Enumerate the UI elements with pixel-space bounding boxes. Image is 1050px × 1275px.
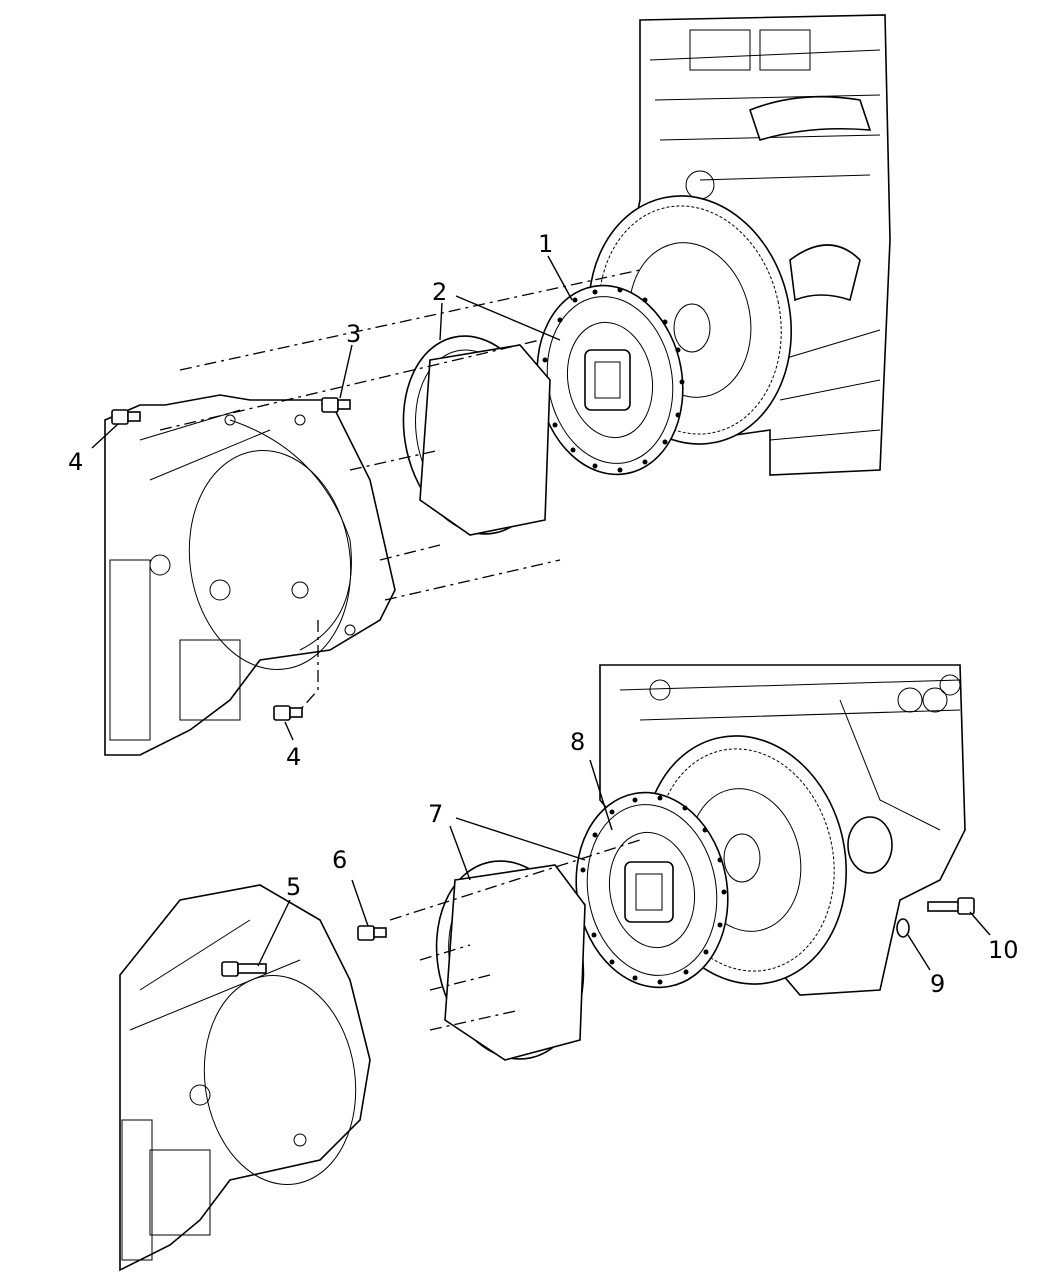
callout-8: 8 (570, 728, 585, 756)
callout-4-bottom: 4 (286, 743, 301, 771)
lower-transmission-bellhousing (119, 884, 371, 1272)
lower-alignment-lines (389, 839, 641, 1031)
callout-3: 3 (346, 320, 361, 348)
callout-4-top: 4 (68, 448, 83, 476)
callout-1: 1 (538, 230, 553, 258)
lower-bolt-6 (357, 925, 387, 941)
callout-5: 5 (286, 873, 301, 901)
lower-stud-5 (221, 961, 267, 977)
upper-pressure-plate (402, 335, 551, 536)
upper-bolt-4-bottom (273, 705, 303, 721)
lower-bolt-10 (927, 897, 975, 915)
callout-6: 6 (332, 846, 347, 874)
lower-washer-9 (896, 918, 910, 938)
lower-leader-lines (257, 759, 991, 971)
callout-2: 2 (432, 278, 447, 306)
lower-clutch-disc (575, 791, 729, 989)
callout-10: 10 (988, 936, 1019, 964)
upper-bolt-3 (321, 397, 351, 413)
upper-alignment-lines (159, 269, 641, 711)
upper-leader-lines (91, 255, 573, 741)
callout-9: 9 (930, 970, 945, 998)
lower-pressure-plate (435, 860, 586, 1061)
upper-bolt-4-top (111, 409, 141, 425)
callout-7: 7 (428, 800, 443, 828)
upper-transmission-bellhousing (104, 394, 396, 756)
